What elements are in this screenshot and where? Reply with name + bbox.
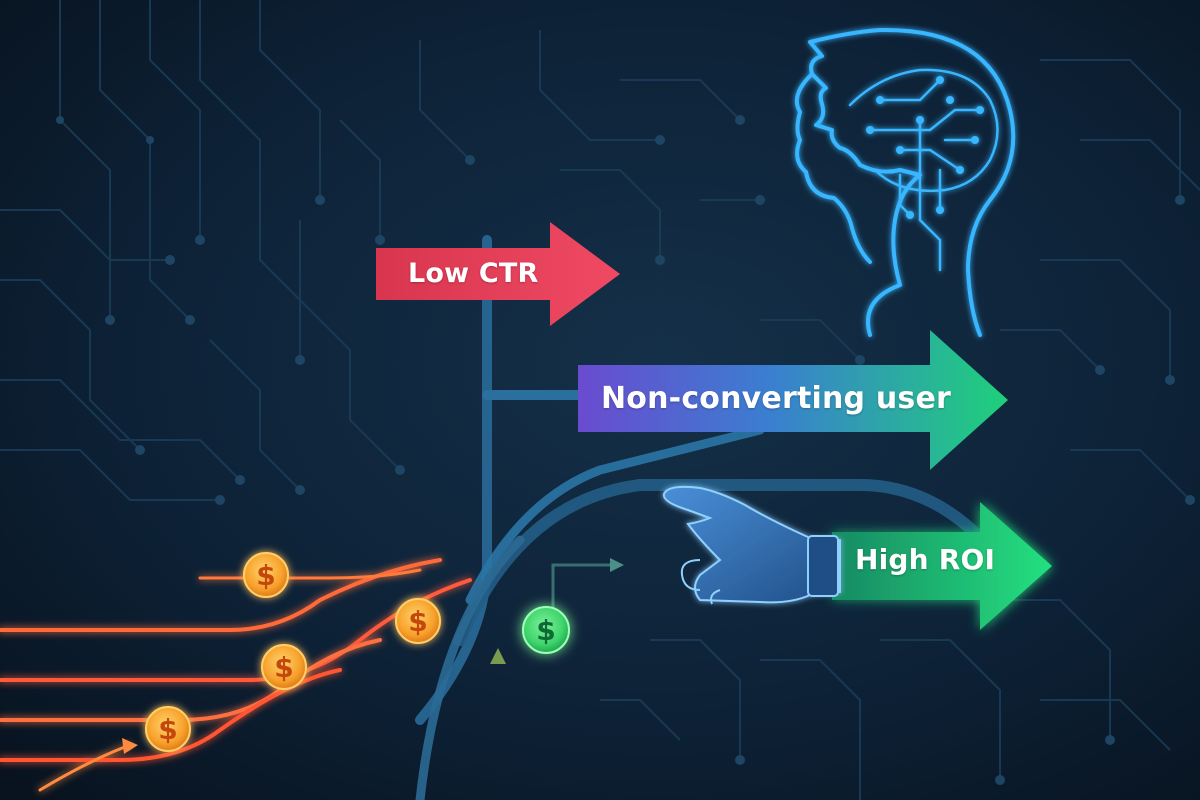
svg-text:$: $ (158, 713, 177, 746)
dollar-coin-icon: $ (395, 598, 441, 644)
flow-paths-orange (0, 558, 472, 792)
non-converting-arrow (578, 330, 1008, 470)
non-converting-user-label: Non-converting user (601, 381, 952, 416)
small-arrowhead-up (490, 648, 506, 664)
svg-text:$: $ (274, 651, 293, 684)
low-ctr-label: Low CTR (408, 258, 539, 289)
low-ctr-arrow (376, 222, 620, 326)
dollar-coin-icon: $ (522, 606, 570, 654)
svg-text:$: $ (256, 559, 275, 592)
brain-circuit (848, 68, 999, 272)
high-roi-arrow (832, 502, 1052, 630)
flow-paths-blue (415, 235, 1006, 800)
pointing-hand-icon (662, 485, 841, 605)
high-roi-label: High ROI (855, 543, 996, 576)
dollar-coin-icon: $ (261, 644, 307, 690)
coin-group-orange: $ $ $ $ (145, 552, 441, 752)
svg-text:$: $ (408, 605, 427, 638)
dollar-coin-icon: $ (145, 706, 191, 752)
svg-text:$: $ (536, 614, 555, 647)
coin-green: $ (522, 606, 570, 654)
brain-nodes (866, 76, 984, 219)
orange-arrowhead (122, 738, 138, 754)
circuit-nodes (56, 115, 1195, 785)
small-arrowhead-right (610, 558, 624, 572)
dollar-coin-icon: $ (243, 552, 289, 598)
ai-head-icon (795, 27, 1016, 337)
